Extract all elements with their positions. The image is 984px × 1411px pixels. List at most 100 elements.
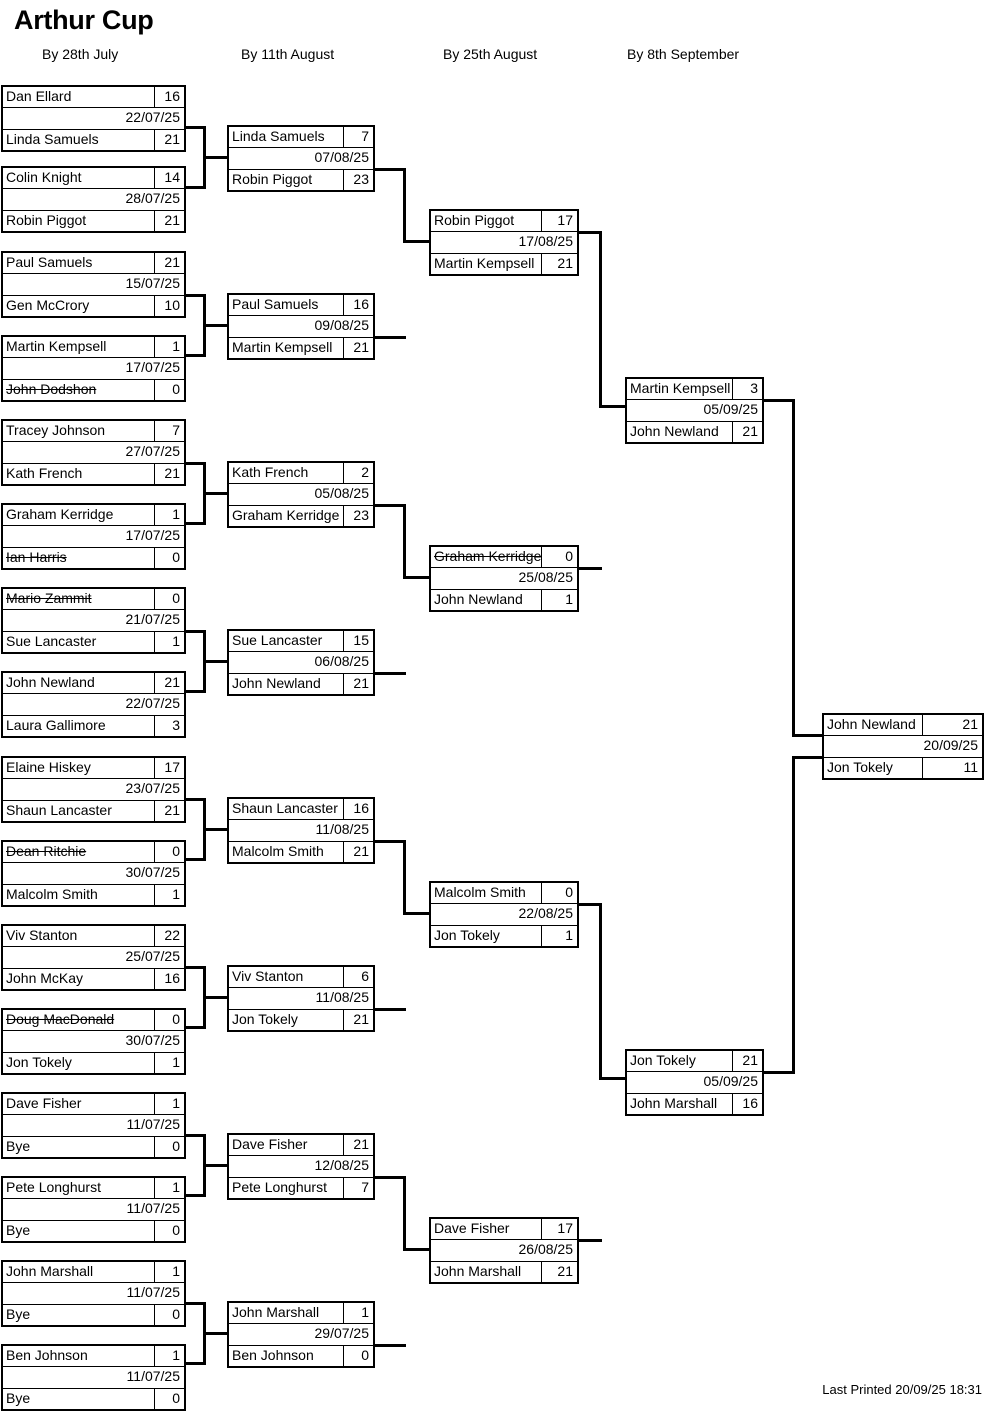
player-name: Bye [6,1306,31,1322]
connector-line [578,231,602,234]
player-name: Jon Tokely [232,1011,298,1027]
player-name: Martin Kempsell [232,339,333,355]
connector-line [403,168,406,243]
connector-line [203,828,230,831]
player-score: 21 [541,254,577,274]
